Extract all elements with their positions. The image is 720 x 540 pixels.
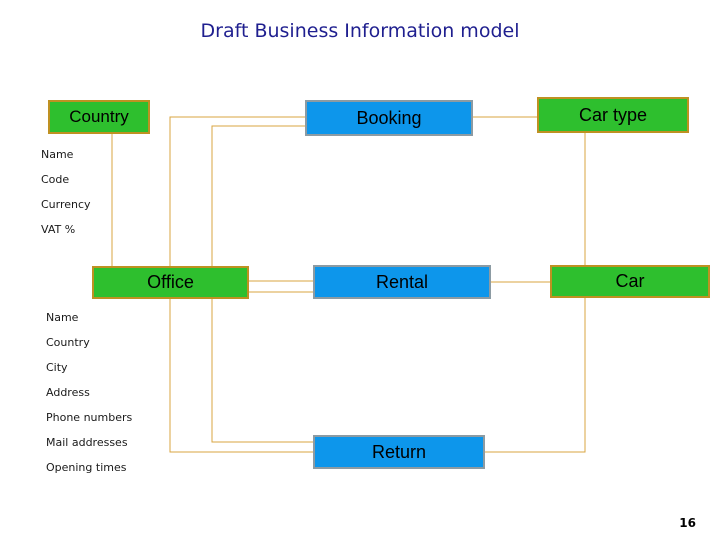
attribute-item: Code bbox=[41, 173, 70, 186]
page-number: 16 bbox=[679, 516, 696, 530]
connector-car-return bbox=[485, 298, 586, 453]
attribute-item: Name bbox=[41, 148, 74, 161]
entity-booking[interactable]: Booking bbox=[305, 100, 473, 136]
attribute-item: Name bbox=[46, 311, 79, 324]
attribute-item: Currency bbox=[41, 198, 91, 211]
page-title: Draft Business Information model bbox=[200, 20, 520, 42]
entity-rental-label: Rental bbox=[375, 271, 429, 292]
entity-return[interactable]: Return bbox=[313, 435, 485, 469]
connector-office-return-2 bbox=[169, 299, 313, 453]
attribute-item: Opening times bbox=[46, 461, 127, 474]
entity-country[interactable]: Country bbox=[48, 100, 150, 134]
entity-office-label: Office bbox=[147, 272, 194, 292]
attribute-item: City bbox=[46, 361, 68, 374]
connector-office-booking-2 bbox=[211, 125, 305, 266]
attribute-item: Phone numbers bbox=[46, 411, 133, 424]
attribute-item: Mail addresses bbox=[46, 436, 128, 449]
attribute-item: Country bbox=[46, 336, 90, 349]
entity-rental[interactable]: Rental bbox=[313, 265, 491, 299]
connector-office-booking-1 bbox=[169, 116, 305, 266]
entity-office[interactable]: Office bbox=[92, 266, 249, 299]
attribute-item: Address bbox=[46, 386, 90, 399]
connector-office-return-1 bbox=[211, 299, 313, 443]
entity-return-label: Return bbox=[371, 441, 427, 462]
entity-car-label: Car bbox=[615, 271, 645, 291]
entity-car-type[interactable]: Car type bbox=[537, 97, 689, 133]
entity-car-type-label: Car type bbox=[578, 104, 648, 125]
entity-country-label: Country bbox=[69, 107, 129, 126]
attribute-item: VAT % bbox=[41, 223, 76, 236]
entity-car[interactable]: Car bbox=[550, 265, 710, 298]
entity-booking-label: Booking bbox=[356, 107, 422, 128]
